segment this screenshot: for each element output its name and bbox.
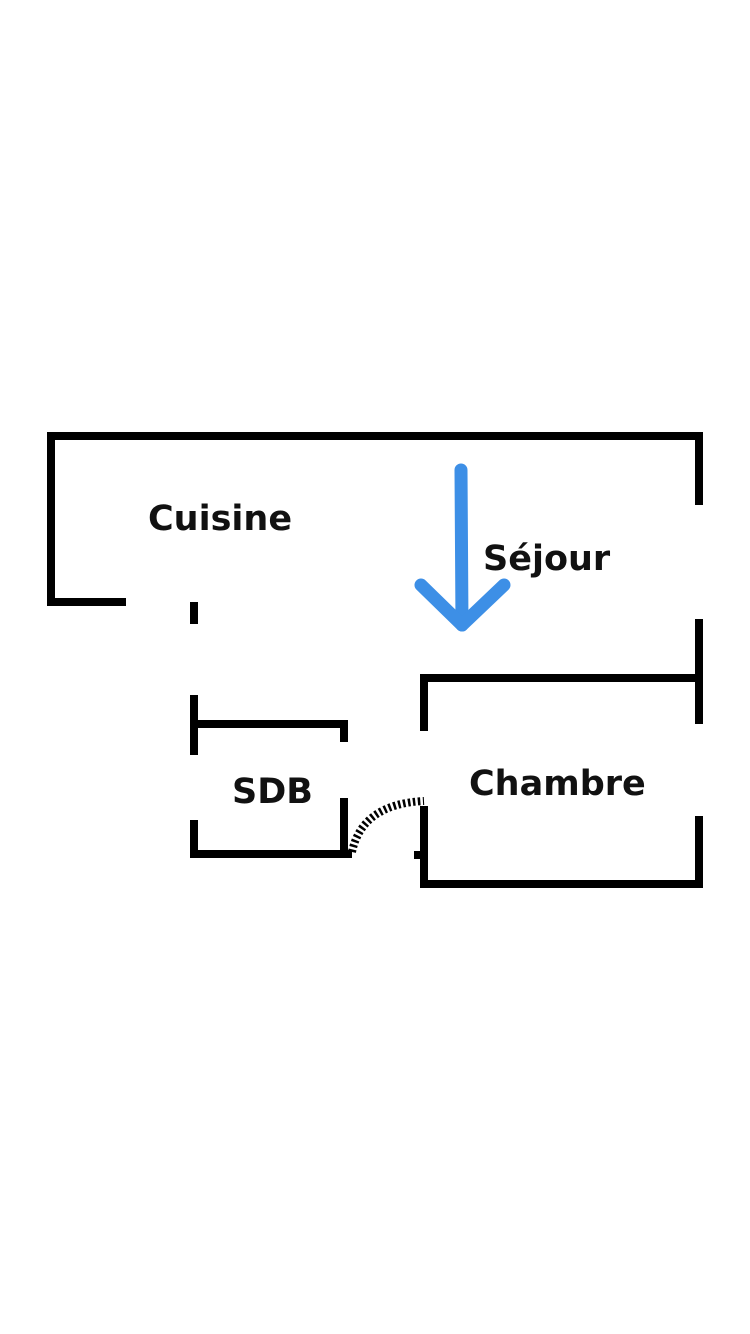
walls bbox=[47, 432, 703, 888]
room-label-sdb: SDB bbox=[232, 772, 313, 812]
room-label-chambre: Chambre bbox=[469, 764, 646, 804]
room-label-cuisine: Cuisine bbox=[148, 499, 292, 539]
bedroom-top-wall bbox=[420, 674, 699, 731]
down-arrow-icon bbox=[414, 463, 511, 632]
room-label-sejour: Séjour bbox=[483, 539, 611, 579]
bathroom-lower-wall bbox=[190, 798, 352, 858]
main-outer-wall bbox=[47, 432, 703, 606]
bathroom-top-wall bbox=[190, 695, 348, 755]
door-swing-arc bbox=[348, 797, 425, 853]
bedroom-lower-wall bbox=[420, 806, 703, 888]
